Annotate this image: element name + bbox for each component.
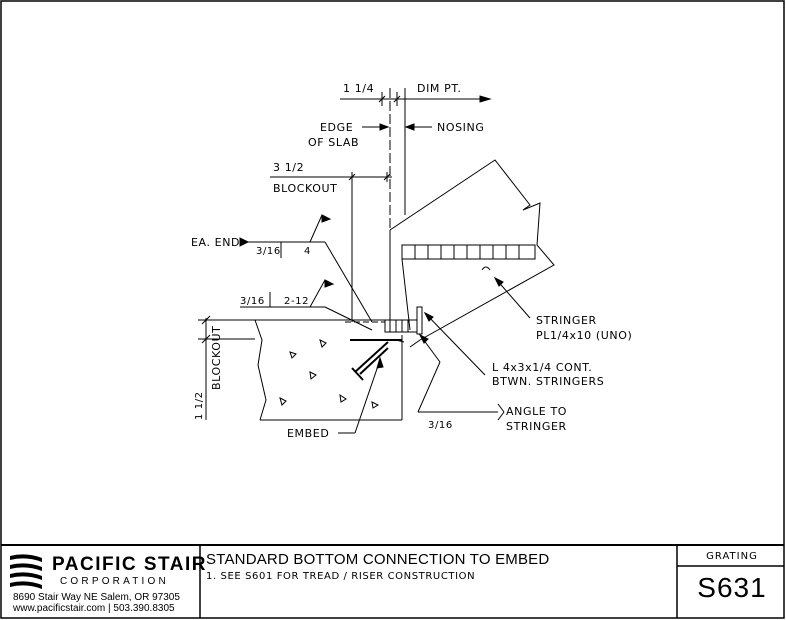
company-corporation: CORPORATION bbox=[60, 576, 169, 587]
weld1-size: 3/16 bbox=[256, 246, 281, 257]
company-contact: www.pacificstair.com | 503.390.8305 bbox=[13, 603, 175, 614]
dim-top-label: 1 1/4 bbox=[343, 82, 374, 95]
title-block-frame bbox=[1, 544, 784, 618]
blockout-vertical-label: BLOCKOUT bbox=[210, 326, 223, 390]
ea-end-label: EA. END bbox=[191, 236, 240, 249]
company-address: 8690 Stair Way NE Salem, OR 97305 bbox=[13, 592, 180, 603]
edge-of-slab-label-1: EDGE bbox=[320, 121, 353, 134]
company-address-block: 8690 Stair Way NE Salem, OR 97305 www.pa… bbox=[13, 592, 180, 614]
vertical-dim-label: 1 1/2 bbox=[194, 391, 205, 420]
linework bbox=[198, 88, 555, 434]
weld1-length: 4 bbox=[304, 246, 311, 257]
weld2-size: 3/16 bbox=[240, 296, 265, 307]
drawing-note: 1. SEE S601 FOR TREAD / RISER CONSTRUCTI… bbox=[206, 571, 476, 582]
angle-label-2: BTWN. STRINGERS bbox=[492, 375, 604, 388]
pacific-stair-logo-icon bbox=[10, 554, 42, 589]
angle-to-stringer-label-2: STRINGER bbox=[506, 420, 567, 433]
blockout-label: BLOCKOUT bbox=[273, 182, 337, 195]
weld2-length: 2-12 bbox=[284, 296, 309, 307]
dim-pt-label: DIM PT. bbox=[417, 82, 461, 95]
blockout-dim-label: 3 1/2 bbox=[273, 161, 304, 174]
drawing-title: STANDARD BOTTOM CONNECTION TO EMBED bbox=[206, 551, 550, 568]
angle-to-stringer-label-1: ANGLE TO bbox=[506, 405, 567, 418]
angle-label-1: L 4x3x1/4 CONT. bbox=[492, 361, 592, 374]
stringer-label-1: STRINGER bbox=[536, 314, 597, 327]
nosing-label: NOSING bbox=[437, 121, 484, 134]
edge-of-slab-label-2: OF SLAB bbox=[308, 136, 359, 149]
stringer-label-2: PL1/4x10 (UNO) bbox=[536, 329, 632, 342]
drawing-category: GRATING bbox=[706, 551, 758, 562]
company-name: PACIFIC STAIR bbox=[52, 554, 207, 575]
sheet-number: S631 bbox=[697, 572, 767, 603]
embed-label: EMBED bbox=[287, 427, 329, 440]
weld3-size: 3/16 bbox=[428, 420, 453, 431]
